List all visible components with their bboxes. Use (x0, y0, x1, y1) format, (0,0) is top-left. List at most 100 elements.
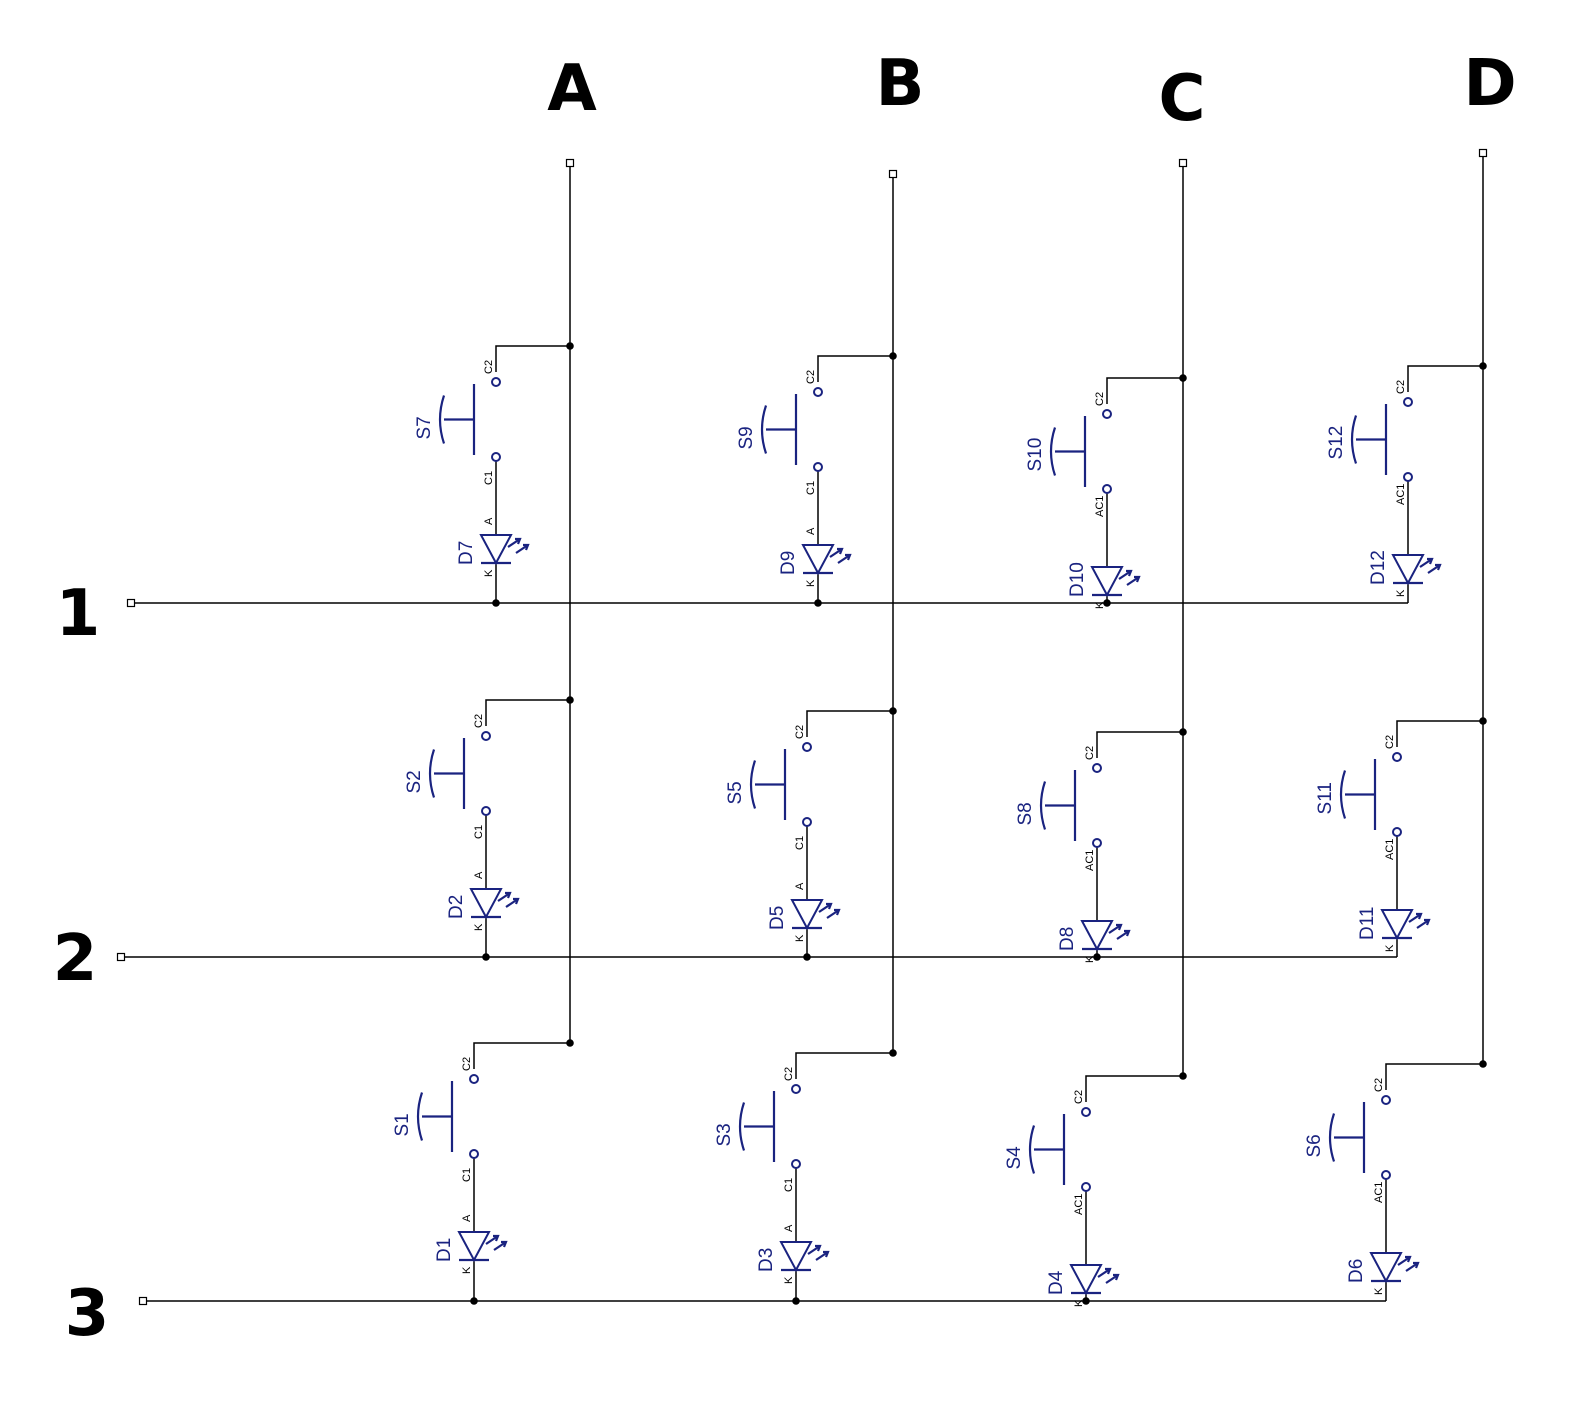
led-arrow (815, 1251, 829, 1261)
switch-cap (428, 749, 436, 798)
junction-dot (482, 953, 490, 961)
led-triangle (1069, 1264, 1103, 1296)
switch-cap (760, 405, 768, 454)
led-arrowhead (1113, 1273, 1120, 1281)
led-arrow (505, 898, 519, 908)
led-arrowhead (845, 553, 852, 561)
switch-refdes: S10 (1025, 438, 1046, 472)
switch-contact-c2 (1102, 409, 1112, 419)
pin-label-c2: C2 (783, 1067, 795, 1081)
diode-refdes: D10 (1067, 562, 1088, 597)
led-arrowhead (823, 1250, 830, 1258)
pin-label-cathode: K (794, 934, 806, 942)
led-triangle (479, 534, 513, 566)
led-arrow (837, 554, 851, 564)
led-arrowhead (1105, 1267, 1112, 1275)
pin-label-c1: AC1 (1073, 1194, 1085, 1215)
pin-label-c2: C2 (473, 714, 485, 728)
column-label: C (1159, 62, 1206, 136)
row-terminal-2 (116, 952, 126, 962)
pin-label-c2: C2 (461, 1057, 473, 1071)
led-triangle (790, 899, 824, 931)
led-triangle (1391, 554, 1425, 586)
row-label: 3 (65, 1277, 110, 1351)
led-arrow (818, 903, 832, 913)
pin-label-c1: C1 (473, 825, 485, 839)
led-arrowhead (1405, 1255, 1412, 1263)
column-terminal-A (565, 158, 575, 168)
switch-contact-c1 (802, 817, 812, 827)
pin-label-c2: C2 (794, 725, 806, 739)
diode-refdes: D4 (1046, 1270, 1067, 1295)
switch-contact-c2 (481, 731, 491, 741)
led-arrow (1108, 924, 1122, 934)
switch-refdes: S1 (392, 1113, 413, 1136)
led-triangle (1080, 920, 1114, 952)
led-arrowhead (837, 547, 844, 555)
led-arrowhead (1424, 918, 1431, 926)
led-triangle (1380, 909, 1414, 941)
switch-contact-c1 (1403, 472, 1413, 482)
pin-label-c2: C2 (1084, 746, 1096, 760)
pin-label-c2: C2 (805, 370, 817, 384)
switch-contact-c2 (1392, 752, 1402, 762)
pin-label-c1: AC1 (1084, 850, 1096, 871)
led-arrowhead (493, 1234, 500, 1242)
diode-refdes: D3 (756, 1248, 777, 1272)
switch-refdes: S9 (736, 426, 757, 449)
pin-label-cathode: K (1073, 1299, 1085, 1307)
switch-refdes: S11 (1315, 782, 1336, 814)
led-triangle (457, 1231, 491, 1263)
switch-cap (1328, 1113, 1336, 1162)
led-arrow (1408, 913, 1422, 923)
pin-label-anode: A (783, 1224, 795, 1232)
pin-label-anode: A (805, 527, 817, 535)
switch-contact-c1 (1092, 838, 1102, 848)
junction-dot (566, 696, 574, 704)
switch-refdes: S2 (404, 770, 425, 793)
c2-lead-wire (473, 1042, 570, 1069)
row-terminal-3 (138, 1296, 148, 1306)
led-arrowhead (523, 543, 530, 551)
led-arrowhead (1416, 912, 1423, 920)
led-arrow (1118, 570, 1132, 580)
switch-contact-c1 (813, 462, 823, 472)
switch-cap (738, 1102, 746, 1151)
led-arrowhead (505, 891, 512, 899)
switch-refdes: S8 (1015, 802, 1036, 825)
switch-refdes: S6 (1304, 1134, 1325, 1157)
junction-dot (1082, 1297, 1090, 1305)
led-arrowhead (1427, 557, 1434, 565)
junction-dot (1179, 728, 1187, 736)
switch-cap (438, 395, 446, 444)
switch-contact-c2 (1381, 1095, 1391, 1105)
row-label: 2 (53, 922, 98, 996)
c2-lead-wire (1385, 1063, 1483, 1090)
pin-label-anode: A (461, 1214, 473, 1222)
pin-label-anode: A (483, 517, 495, 525)
led-arrowhead (1124, 929, 1131, 937)
pin-label-c2: C2 (1373, 1078, 1385, 1092)
junction-dot (1479, 717, 1487, 725)
switch-contact-c2 (469, 1074, 479, 1084)
switch-contact-c2 (1403, 397, 1413, 407)
switch-refdes: S5 (725, 781, 746, 804)
switch-cap (1039, 781, 1047, 830)
switch-contact-c2 (813, 387, 823, 397)
diode-refdes: D8 (1057, 927, 1078, 951)
c2-lead-wire (806, 710, 893, 737)
junction-dot (1479, 1060, 1487, 1068)
pin-label-c1: AC1 (1395, 484, 1407, 505)
column-label: A (547, 52, 597, 126)
c2-lead-wire (1085, 1075, 1183, 1102)
switch-contact-c1 (1392, 827, 1402, 837)
switch-cap (1339, 770, 1347, 819)
switch-contact-c1 (491, 452, 501, 462)
led-arrow (1419, 558, 1433, 568)
junction-dot (1103, 599, 1111, 607)
led-arrow (1105, 1274, 1119, 1284)
column-terminal-B (888, 169, 898, 179)
switch-contact-c2 (491, 377, 501, 387)
switch-refdes: S12 (1326, 426, 1347, 460)
switch-contact-c1 (1102, 484, 1112, 494)
